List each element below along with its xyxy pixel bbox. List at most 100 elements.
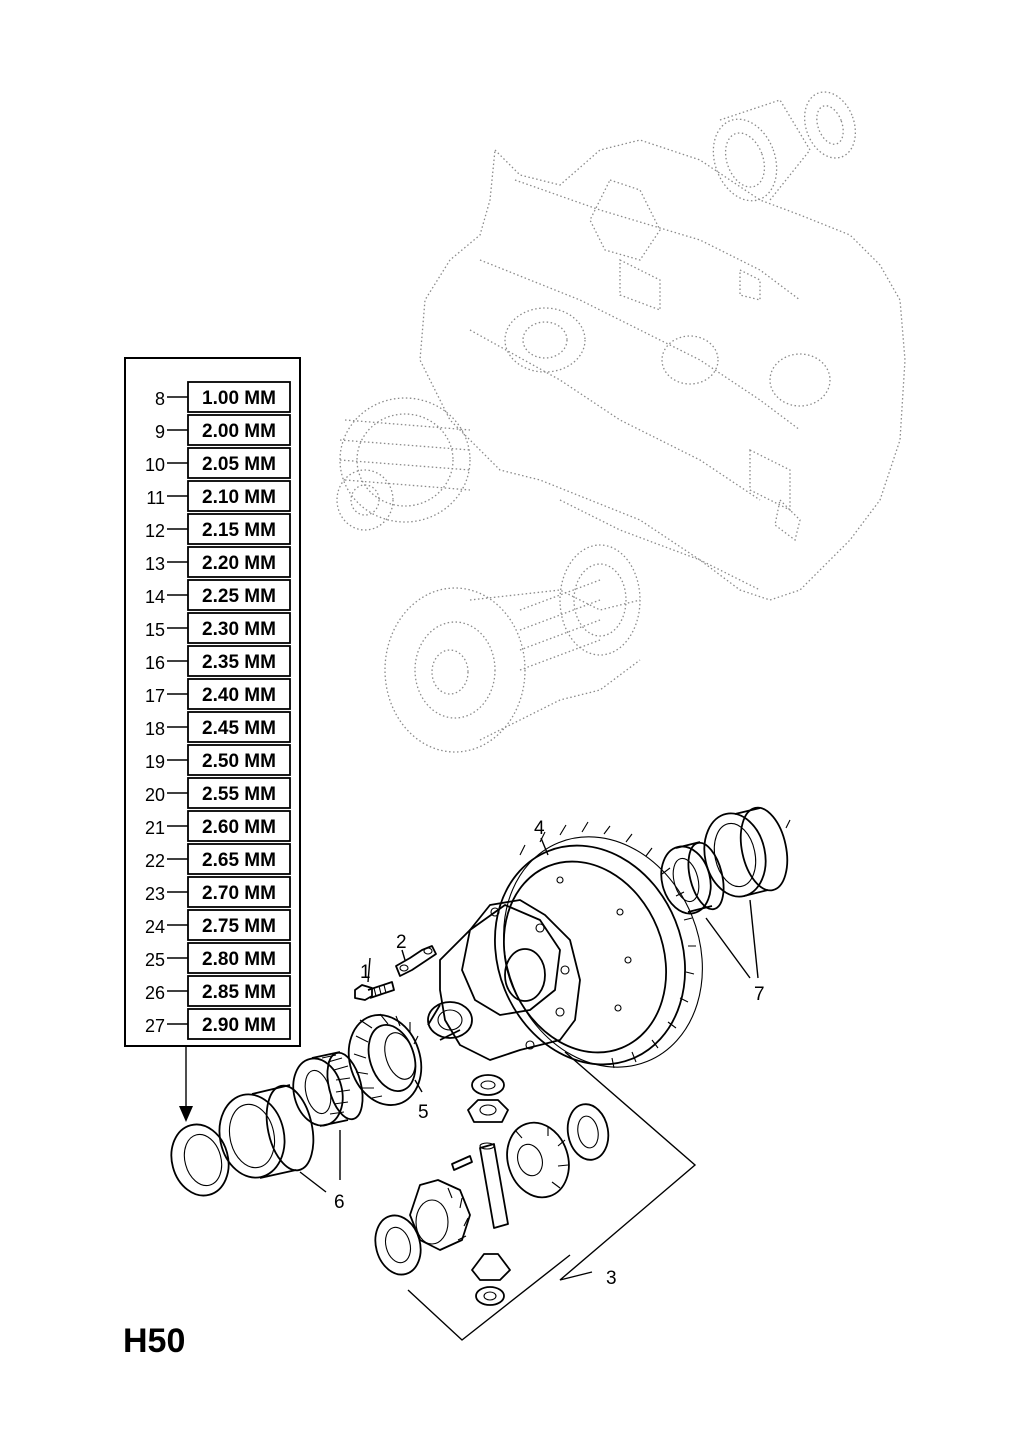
shim-row: 8 1.00 MM bbox=[155, 381, 291, 413]
shim-value-box bbox=[187, 810, 291, 842]
transmission-housing-ghost bbox=[336, 91, 906, 753]
tapered-roller-bearing-right bbox=[660, 841, 725, 915]
shim-thickness-value: 1.00 MM bbox=[202, 388, 276, 409]
shim-value-box bbox=[187, 711, 291, 743]
shim-part-number: 24 bbox=[145, 917, 165, 937]
shim-part-number: 14 bbox=[145, 587, 165, 607]
shim-row: 27 2.90 MM bbox=[145, 1008, 291, 1040]
shim-part-number: 16 bbox=[145, 653, 165, 673]
shim-value-box bbox=[187, 876, 291, 908]
shim-part-number: 22 bbox=[145, 851, 165, 871]
shim-part-number: 11 bbox=[146, 488, 165, 508]
shim-row: 26 2.85 MM bbox=[145, 975, 291, 1007]
callout-4: 4 bbox=[534, 818, 545, 839]
shim-thickness-value: 2.40 MM bbox=[202, 685, 276, 706]
shim-part-number: 9 bbox=[155, 422, 165, 442]
shim-value-box bbox=[187, 381, 291, 413]
bearing-outer-race-right bbox=[703, 806, 791, 898]
bolt-lock-plate bbox=[395, 945, 437, 977]
callout-7: 7 bbox=[754, 984, 765, 1005]
shim-part-number: 20 bbox=[145, 785, 165, 805]
adjusting-shim bbox=[170, 1123, 230, 1197]
speedometer-drive-gear bbox=[347, 1013, 423, 1106]
callout-1: 1 bbox=[360, 962, 371, 983]
shim-value-box bbox=[187, 678, 291, 710]
shim-thickness-value: 2.75 MM bbox=[202, 916, 276, 937]
shim-value-box bbox=[187, 975, 291, 1007]
shim-thickness-value: 2.45 MM bbox=[202, 718, 276, 739]
shim-row: 18 2.45 MM bbox=[145, 711, 291, 743]
shim-value-box bbox=[187, 777, 291, 809]
shim-thickness-value: 2.35 MM bbox=[202, 652, 276, 673]
shim-value-box bbox=[187, 513, 291, 545]
diagram-code: H50 bbox=[123, 1322, 185, 1360]
shim-thickness-value: 2.60 MM bbox=[202, 817, 276, 838]
shim-value-box bbox=[187, 579, 291, 611]
shim-row: 12 2.15 MM bbox=[145, 513, 291, 545]
shim-value-box bbox=[187, 645, 291, 677]
shim-part-number: 19 bbox=[145, 752, 165, 772]
shim-thickness-value: 2.65 MM bbox=[202, 850, 276, 871]
leader-lines bbox=[299, 837, 759, 1341]
shim-thickness-value: 2.85 MM bbox=[202, 982, 276, 1003]
callout-labels: 1 2 3 4 5 6 7 bbox=[334, 818, 765, 1289]
shim-table-frame bbox=[124, 357, 301, 1047]
shim-thickness-value: 2.30 MM bbox=[202, 619, 276, 640]
shim-row: 17 2.40 MM bbox=[145, 678, 291, 710]
ring-gear-bolt bbox=[354, 981, 395, 1001]
differential-internals bbox=[374, 1074, 610, 1306]
shim-value-box bbox=[187, 414, 291, 446]
callout-6: 6 bbox=[334, 1192, 345, 1213]
shim-value-box bbox=[187, 1008, 291, 1040]
shim-thickness-value: 2.90 MM bbox=[202, 1015, 276, 1036]
shim-row: 22 2.65 MM bbox=[145, 843, 291, 875]
shim-thickness-value: 2.70 MM bbox=[202, 883, 276, 904]
callout-2: 2 bbox=[396, 932, 407, 953]
shim-row: 23 2.70 MM bbox=[145, 876, 291, 908]
shim-part-number: 15 bbox=[145, 620, 165, 640]
shim-part-number: 8 bbox=[155, 389, 165, 409]
shim-row: 10 2.05 MM bbox=[145, 447, 291, 479]
shim-value-box bbox=[187, 744, 291, 776]
shim-row: 14 2.25 MM bbox=[145, 579, 291, 611]
callout-3: 3 bbox=[606, 1268, 617, 1289]
shim-row: 24 2.75 MM bbox=[145, 909, 291, 941]
shim-part-number: 25 bbox=[145, 950, 165, 970]
shim-thickness-value: 2.55 MM bbox=[202, 784, 276, 805]
shim-value-box bbox=[187, 546, 291, 578]
shim-part-number: 12 bbox=[145, 521, 165, 541]
callout-5: 5 bbox=[418, 1102, 429, 1123]
arrow-head-icon bbox=[179, 1106, 193, 1122]
shim-part-number: 18 bbox=[145, 719, 165, 739]
shim-thickness-value: 2.15 MM bbox=[202, 520, 276, 541]
shim-part-number: 13 bbox=[145, 554, 165, 574]
shim-value-box bbox=[187, 942, 291, 974]
shim-thickness-value: 2.80 MM bbox=[202, 949, 276, 970]
shim-thickness-value: 2.25 MM bbox=[202, 586, 276, 607]
shim-row: 25 2.80 MM bbox=[145, 942, 291, 974]
shim-row: 16 2.35 MM bbox=[145, 645, 291, 677]
shim-part-number: 10 bbox=[145, 455, 165, 475]
shim-value-box bbox=[187, 447, 291, 479]
shim-row: 9 2.00 MM bbox=[155, 414, 291, 446]
shim-part-number: 26 bbox=[145, 983, 165, 1003]
shim-thickness-value: 2.50 MM bbox=[202, 751, 276, 772]
shim-thickness-value: 2.05 MM bbox=[202, 454, 276, 475]
tapered-roller-bearing-left bbox=[292, 1051, 364, 1127]
shim-row: 15 2.30 MM bbox=[145, 612, 291, 644]
shim-thickness-value: 2.00 MM bbox=[202, 421, 276, 442]
shim-value-box bbox=[187, 843, 291, 875]
shim-part-number: 23 bbox=[145, 884, 165, 904]
differential-case-and-ring-gear bbox=[427, 821, 703, 1069]
shim-row: 19 2.50 MM bbox=[145, 744, 291, 776]
shim-row: 20 2.55 MM bbox=[145, 777, 291, 809]
shim-part-number: 27 bbox=[145, 1016, 165, 1036]
shim-part-number: 17 bbox=[145, 686, 165, 706]
shim-value-box bbox=[187, 612, 291, 644]
